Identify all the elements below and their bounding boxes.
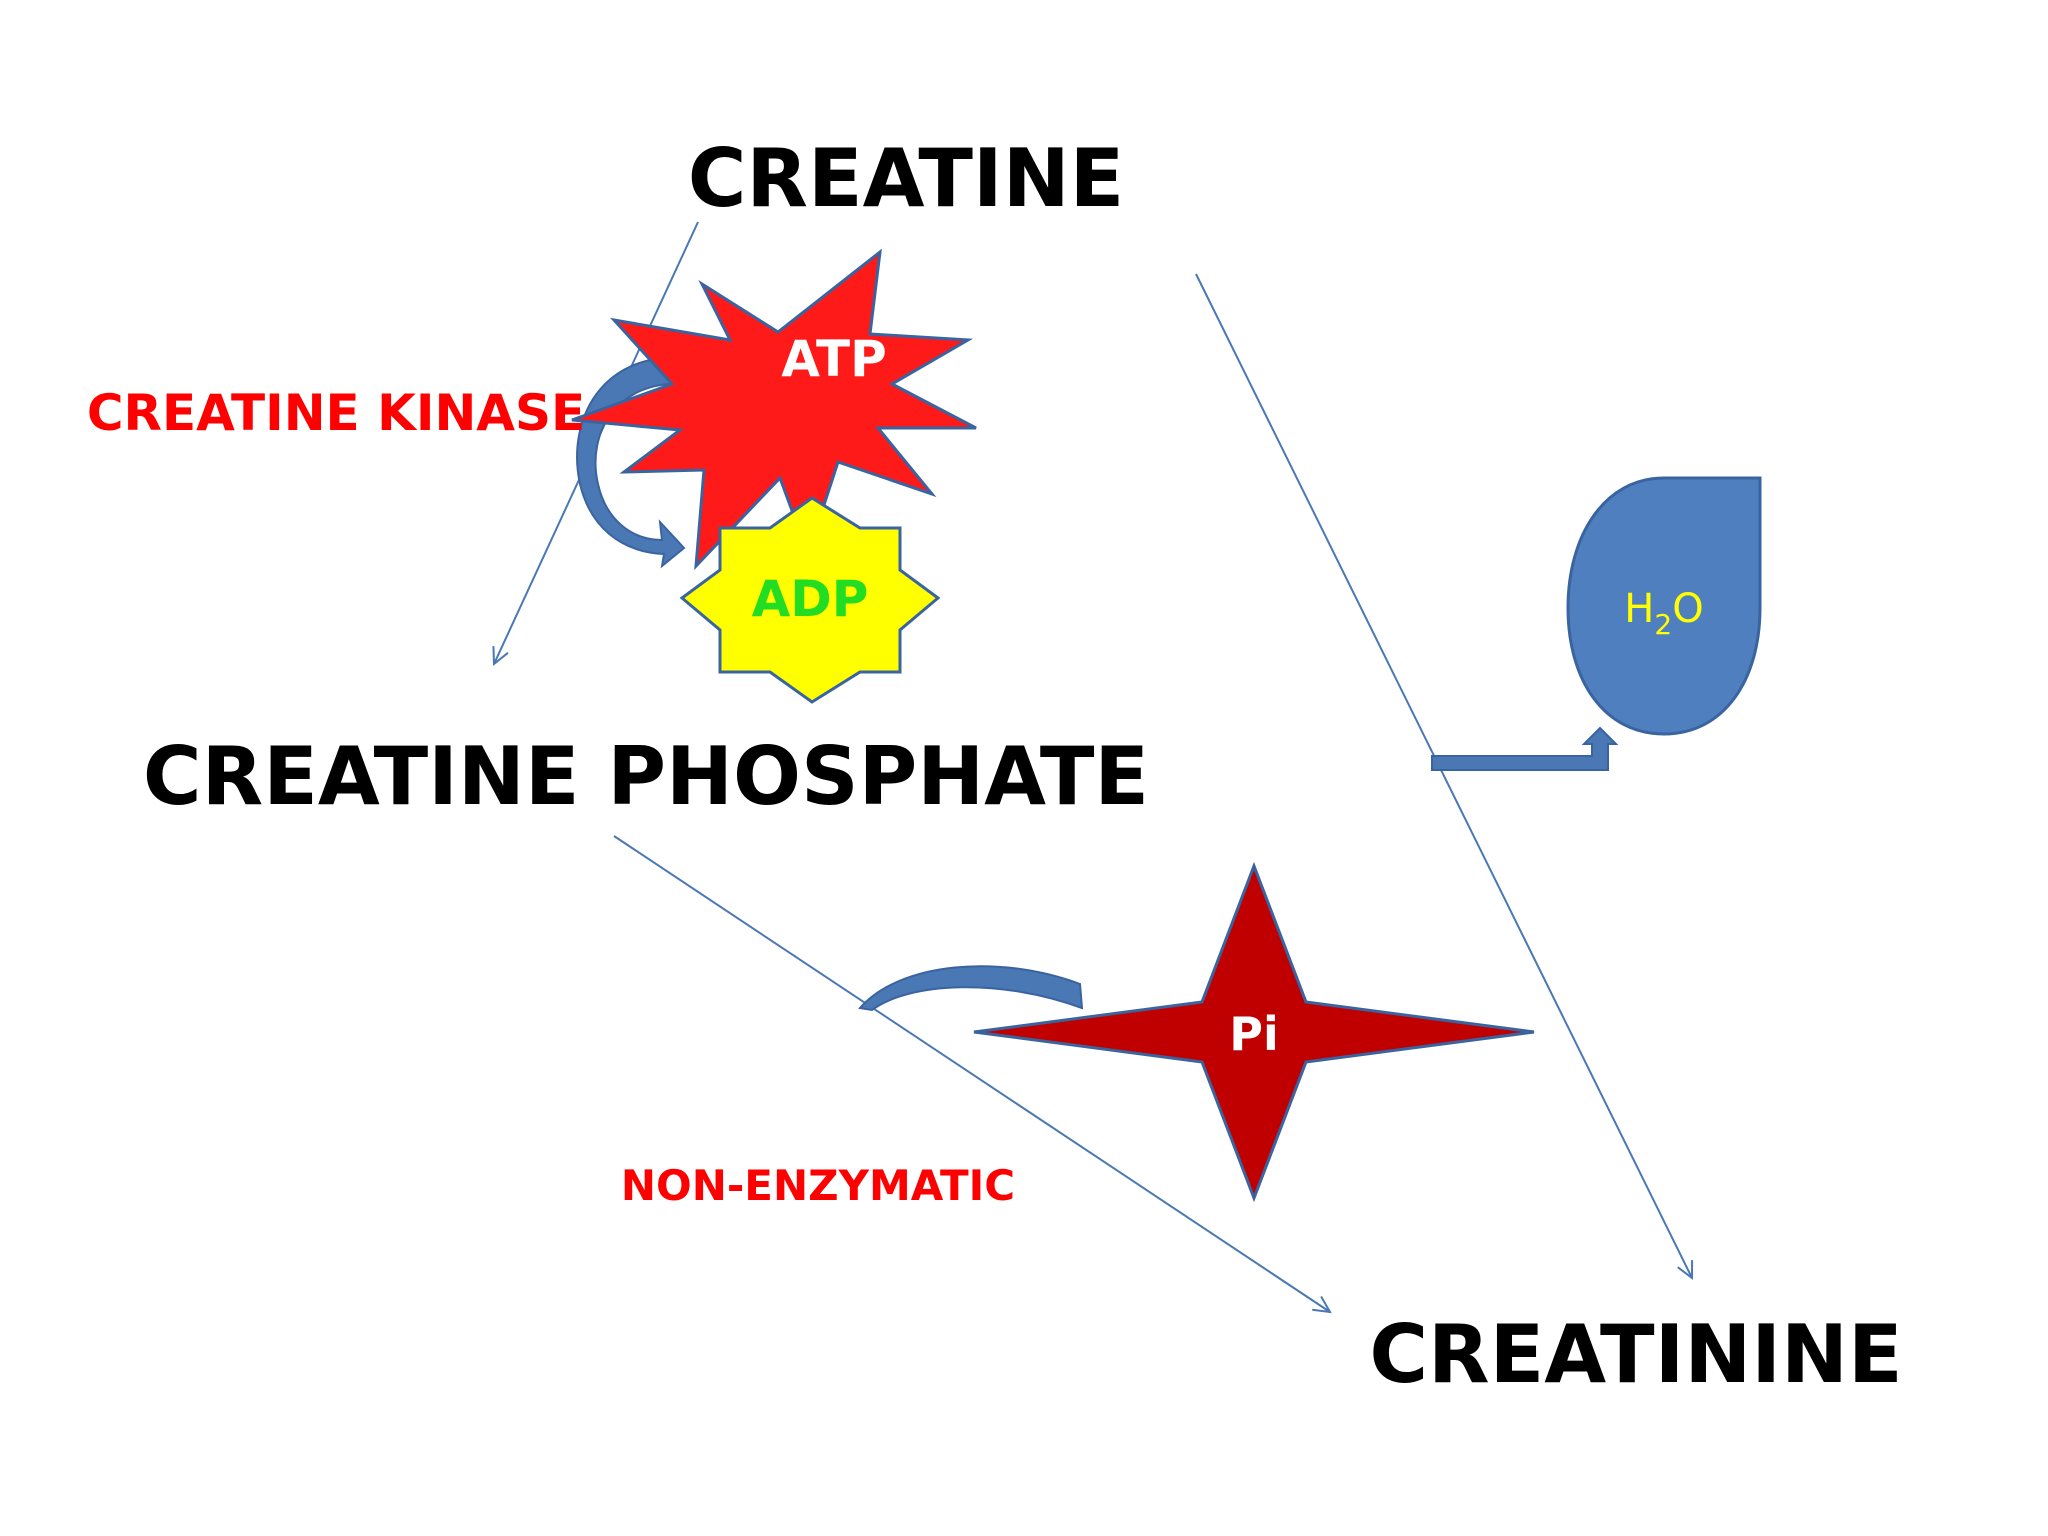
water-o: O — [1672, 586, 1703, 632]
creatine-phosphate-label: CREATINE PHOSPHATE — [143, 730, 1149, 823]
adp-label: ADP — [752, 570, 869, 628]
creatine-kinase-label: CREATINE KINASE — [87, 384, 585, 442]
curved-arrow-pi — [858, 965, 1084, 1012]
non-enzymatic-label: NON-ENZYMATIC — [621, 1161, 1015, 1210]
pi-label: Pi — [1229, 1007, 1278, 1061]
water-droplet — [1566, 476, 1762, 736]
creatine-label: CREATINE — [688, 132, 1125, 225]
arrow-phosphate-to-creatinine — [613, 835, 1330, 1312]
creatinine-label: CREATININE — [1369, 1308, 1902, 1401]
pi-star — [973, 861, 1535, 1203]
water-h: H — [1624, 586, 1654, 632]
water-subscript: 2 — [1654, 608, 1672, 641]
arrow-creatine-to-creatinine — [1195, 273, 1692, 1278]
atp-label: ATP — [781, 330, 887, 388]
adp-star — [679, 496, 941, 704]
water-label: H2O — [1624, 586, 1703, 641]
bent-arrow-water — [1431, 726, 1619, 771]
atp-starburst — [571, 248, 977, 571]
